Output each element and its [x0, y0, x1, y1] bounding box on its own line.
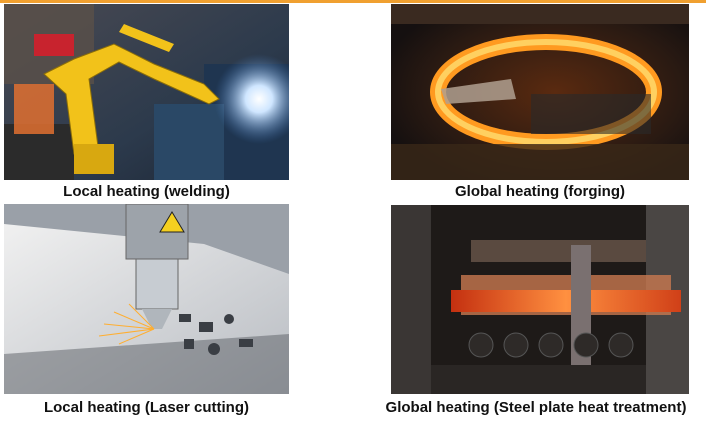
welding-image — [4, 4, 289, 180]
caption-forging: Global heating (forging) — [455, 183, 625, 200]
caption-laser-cutting: Local heating (Laser cutting) — [43, 399, 250, 416]
forging-image — [391, 4, 689, 180]
caption-welding: Local heating (welding) — [63, 183, 230, 200]
steel-heat-treatment-image — [391, 205, 689, 394]
top-accent-bar — [0, 0, 706, 3]
caption-steel-heat-treatment: Global heating (Steel plate heat treatme… — [385, 399, 687, 416]
laser-cutting-image — [4, 204, 289, 394]
